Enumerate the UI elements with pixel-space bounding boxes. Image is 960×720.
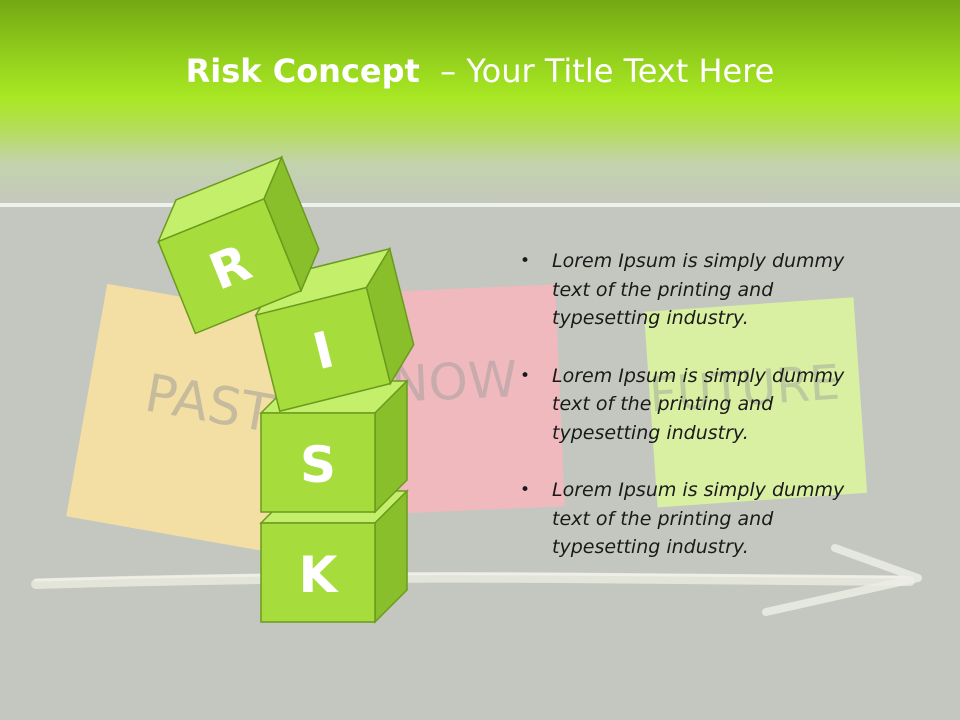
note-future: FUTURE	[643, 297, 868, 508]
block-k-letter: K	[299, 546, 340, 604]
note-now: NOW	[387, 284, 565, 514]
bullet-marker: •	[520, 480, 531, 500]
bullet-marker: •	[520, 365, 531, 386]
block-r: R	[156, 155, 320, 335]
slide-title: Risk Concept – Your Title Text Here	[0, 52, 960, 90]
title-rest: – Your Title Text Here	[440, 52, 775, 90]
bullet-text: Lorem Ipsum is simply dummy text of the …	[552, 250, 845, 329]
bullet-item: • Lorem Ipsum is simply dummy text of th…	[518, 247, 848, 333]
title-bold: Risk Concept	[185, 52, 420, 90]
header-band	[0, 0, 960, 205]
chalk-arrow	[31, 544, 922, 616]
bullet-item: • Lorem Ipsum is simply dummy text of th…	[518, 476, 848, 562]
bullet-item: • Lorem Ipsum is simply dummy text of th…	[518, 362, 848, 448]
header-divider	[0, 203, 960, 207]
bullet-text: Lorem Ipsum is simply dummy text of the …	[552, 364, 845, 444]
block-s-letter: S	[300, 436, 336, 494]
note-future-label: FUTURE	[647, 354, 841, 423]
bullet-list: • Lorem Ipsum is simply dummy text of th…	[518, 247, 848, 591]
block-i: I	[254, 246, 415, 413]
bullet-text: Lorem Ipsum is simply dummy text of the …	[552, 479, 845, 558]
bullet-marker: •	[520, 251, 531, 271]
note-now-label: NOW	[390, 350, 519, 413]
